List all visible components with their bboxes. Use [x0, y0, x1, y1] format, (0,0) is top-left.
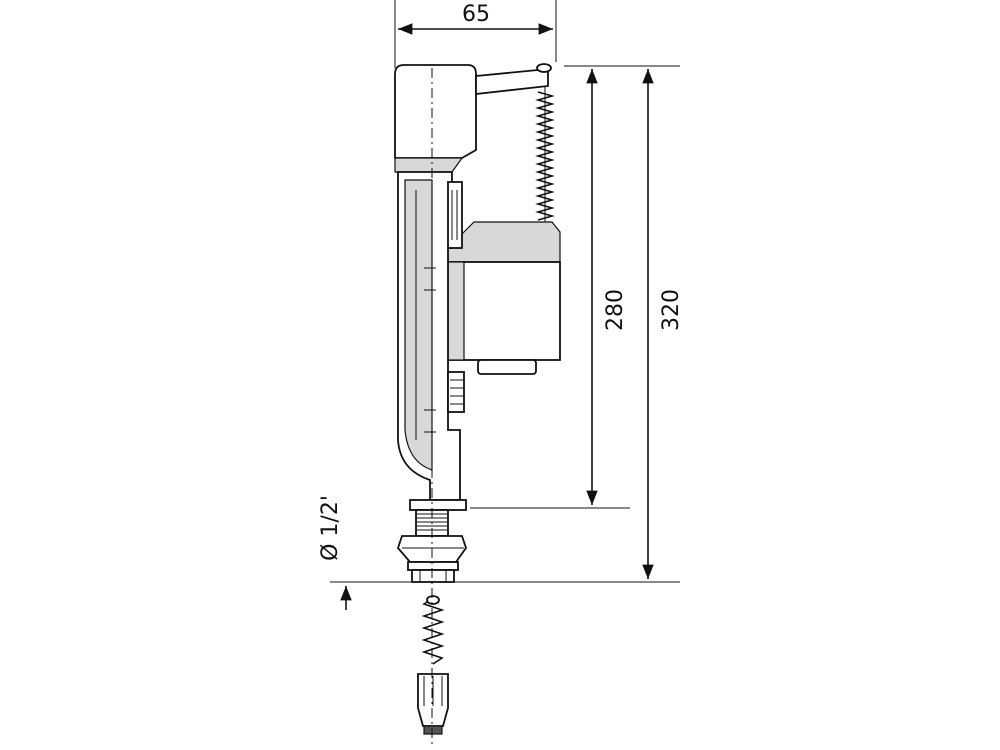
valve-body	[394, 63, 561, 735]
float-arm	[475, 69, 549, 96]
float-top	[447, 221, 561, 263]
height-280-label: 280	[603, 289, 628, 331]
width-label: 65	[462, 2, 490, 27]
float-bottom-cap	[477, 359, 537, 375]
lock-nut	[411, 569, 455, 583]
valve-head	[394, 64, 477, 159]
float-side	[447, 261, 465, 361]
tube-inner	[404, 179, 433, 471]
head-collar	[394, 157, 464, 173]
lock-nut-top	[407, 561, 459, 571]
seat-flange	[409, 499, 467, 511]
inlet-tip	[423, 725, 443, 735]
height-dimensions: 280 320	[330, 65, 684, 583]
float-box	[447, 261, 561, 361]
side-ribs	[424, 181, 465, 433]
thread-label: Ø 1/2'	[318, 495, 343, 561]
upper-rib-block	[447, 181, 463, 249]
lower-rib-block	[447, 371, 465, 413]
adjust-spring	[535, 91, 555, 221]
arm-pivot	[536, 63, 552, 73]
height-320-label: 320	[659, 289, 684, 331]
thread-dimension: Ø 1/2'	[318, 495, 352, 610]
inlet-spring	[421, 597, 445, 665]
inlet-spring-top	[426, 595, 440, 605]
width-dimension: 65	[394, 0, 557, 68]
